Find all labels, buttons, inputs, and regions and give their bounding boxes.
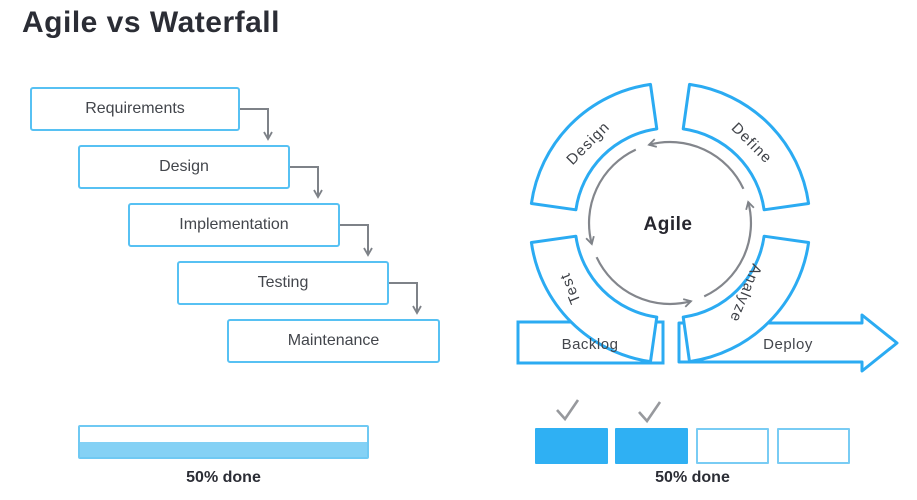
sprint-square-done-2 [615,428,688,464]
checkmark-icon [556,399,580,422]
waterfall-step-design: Design [78,145,290,189]
connector-arrow-1 [240,108,273,141]
ring-segment-test [529,234,659,364]
waterfall-step-testing: Testing [177,261,389,305]
waterfall-step-requirements: Requirements [30,87,240,131]
connector-arrow-2 [290,166,323,199]
page-title: Agile vs Waterfall [22,6,280,39]
waterfall-step-maintenance: Maintenance [227,319,440,363]
waterfall-progress-bar [78,425,369,459]
connector-arrow-4 [389,282,422,315]
cycle-arrow-right [703,200,755,298]
backlog-label: Backlog [562,336,619,353]
agile-center-label: Agile [644,214,693,235]
waterfall-progress-label: 50% done [186,469,261,486]
sprint-square-todo-1 [696,428,769,464]
agile-progress-label: 50% done [655,469,730,486]
connector-arrow-3 [340,224,373,257]
waterfall-step-implementation: Implementation [128,203,340,247]
cycle-arrow-top [647,138,745,190]
ring-segment-design [529,82,659,212]
sprint-square-todo-2 [777,428,850,464]
cycle-arrow-left [585,148,637,246]
cycle-arrow-bottom [595,256,693,308]
sprint-square-done-1 [535,428,608,464]
deploy-label: Deploy [763,336,813,353]
ring-segment-define [681,82,811,212]
waterfall-progress-fill [80,442,367,457]
checkmark-icon [638,401,662,424]
ring-segment-analyze [681,234,811,364]
